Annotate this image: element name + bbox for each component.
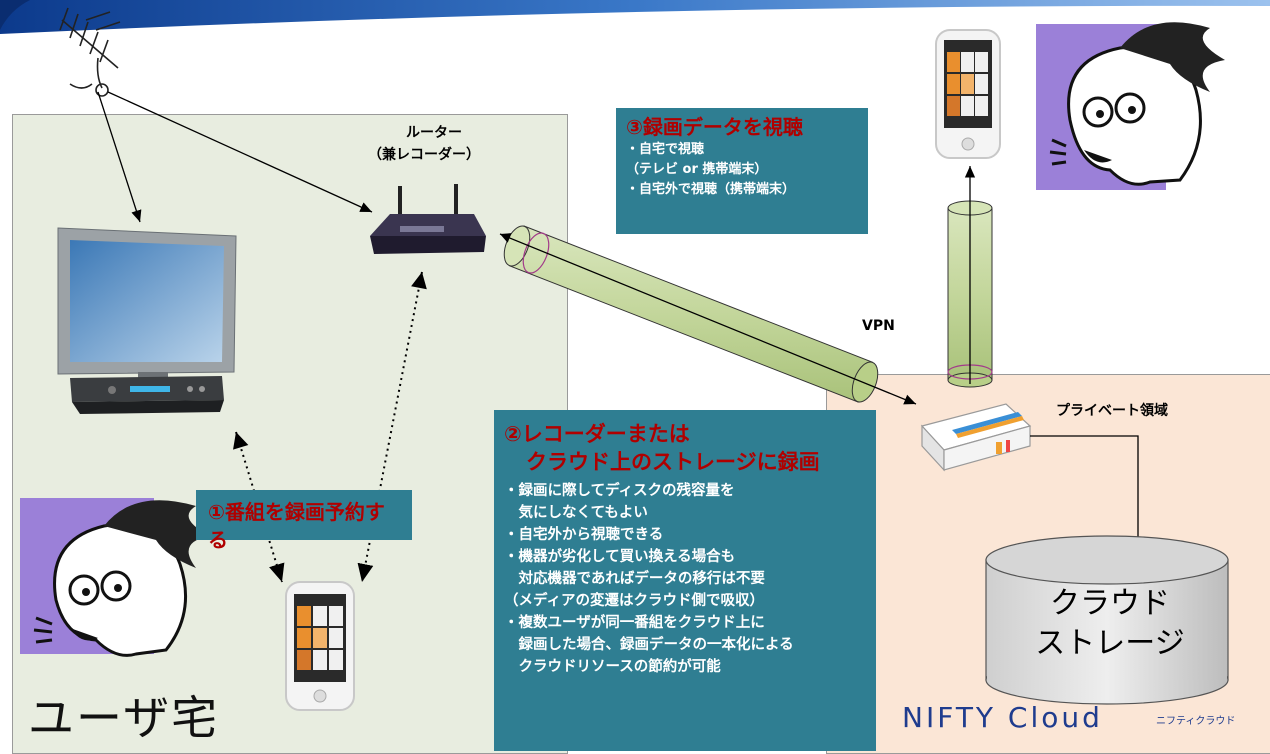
step2-title-line1: ②レコーダーまたは: [504, 422, 690, 446]
storage-cylinder: [985, 535, 1229, 705]
step1-title: ①番組を録画予約する: [208, 500, 385, 552]
step3-bullet: （テレビ or 携帯端末）: [626, 162, 768, 177]
router-icon: [370, 184, 486, 254]
step2-bullet: ・録画に際してディスクの残容量を: [504, 483, 735, 499]
tv-icon: [57, 227, 237, 414]
vpn-arrow: [499, 233, 917, 405]
antenna-icon: [59, 7, 121, 97]
step2-bullet: 気にしなくてもよい: [504, 505, 648, 521]
step2-bullet: クラウドリソースの節約が可能: [504, 659, 721, 675]
user-home-label: ユーザ宅: [28, 691, 220, 745]
step2-bullet: ・機器が劣化して買い換える場合も: [504, 549, 736, 565]
step2-title-line2: クラウド上のストレージに録画: [526, 450, 820, 474]
character-top-right-icon: [1036, 22, 1225, 190]
phone-bottom-icon: [285, 581, 355, 711]
storage-label-line2: ストレージ: [1035, 626, 1185, 661]
router-phone-dotted-arrow: [357, 271, 427, 583]
private-area-label: プライベート領域: [1056, 403, 1168, 419]
step2-box: ②レコーダーまたは クラウド上のストレージに録画 ・録画に際してディスクの残容量…: [494, 410, 876, 751]
antenna-to-tv-arrow: [97, 91, 142, 223]
phone-top-icon: [935, 29, 1001, 159]
character-bottom-left-icon: [20, 498, 210, 657]
step1-box: ①番組を録画予約する: [196, 490, 412, 552]
vpn-tube: [503, 225, 879, 403]
step2-bullet: 対応機器であればデータの移行は不要: [504, 571, 765, 587]
antenna-to-router-arrow: [107, 91, 373, 213]
router-label: ルーター: [406, 125, 462, 141]
storage-label-line1: クラウド: [1050, 586, 1170, 621]
storage-label: クラウド ストレージ: [990, 584, 1230, 664]
step2-bullet: 録画した場合、録画データの一本化による: [504, 637, 794, 653]
step2-bullet: （メディアの変遷はクラウド側で吸収）: [504, 593, 764, 609]
vpn-label: VPN: [862, 318, 895, 334]
step2-bullet: ・複数ユーザが同一番組をクラウド上に: [504, 615, 765, 631]
step3-bullet: ・自宅で視聴: [626, 142, 705, 157]
step3-bullet: ・自宅外で視聴（携帯端末）: [626, 182, 796, 197]
nifty-cloud-kana-logo: ニフティクラウド: [1156, 716, 1236, 727]
server-icon: [920, 403, 1032, 472]
step2-bullet: ・自宅外から視聴できる: [504, 527, 664, 543]
header-swoosh: [0, 0, 1270, 34]
server-storage-connector: [1030, 435, 1139, 540]
step3-box: ③録画データを視聴 ・自宅で視聴 （テレビ or 携帯端末） ・自宅外で視聴（携…: [616, 108, 868, 234]
router-sublabel: （兼レコーダー）: [368, 147, 480, 163]
step3-title: ③録画データを視聴: [626, 115, 803, 139]
nifty-cloud-logo: NIFTY Cloud: [902, 701, 1103, 734]
